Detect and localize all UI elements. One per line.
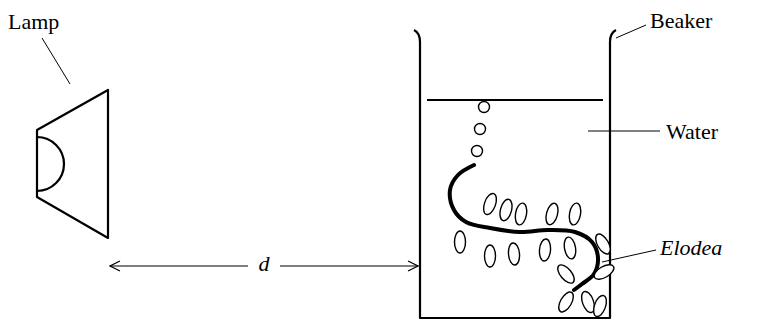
bubbles: [472, 102, 490, 157]
part-label: Beaker: [648, 10, 714, 32]
elodea-leaf: [555, 262, 578, 286]
elodea-leaf: [481, 192, 499, 216]
part-label: Elodea: [658, 237, 724, 259]
water-surface: [427, 99, 603, 101]
elodea-leaf: [539, 239, 552, 262]
elodea-leaf: [485, 245, 496, 267]
elodea-stem: [450, 165, 598, 290]
elodea-leaf: [556, 290, 577, 315]
leader-lines: [42, 25, 660, 262]
dimension-label: d: [257, 253, 272, 275]
elodea-leaf: [592, 262, 617, 283]
part-label: Water: [664, 121, 720, 143]
elodea-leaf: [593, 232, 614, 257]
elodea-leaf: [568, 202, 583, 226]
elodea-leaf: [455, 231, 466, 253]
lamp-bulb: [37, 137, 64, 191]
elodea-plant: [450, 165, 616, 318]
elodea-leaf: [563, 236, 578, 260]
part-label: Lamp: [6, 11, 61, 33]
elodea-leaf: [514, 202, 529, 226]
elodea-leaf: [544, 202, 560, 226]
elodea-leaf: [498, 198, 514, 222]
elodea-leaf: [591, 294, 609, 318]
beaker-outline: [414, 30, 616, 318]
elodea-leaf: [508, 243, 521, 266]
lamp-housing: [37, 90, 108, 238]
